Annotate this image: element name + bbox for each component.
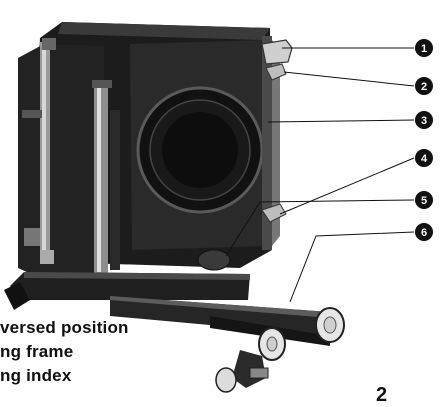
page-mark: 2 <box>376 384 388 406</box>
callout-4: 4 <box>415 149 433 167</box>
leader-lines <box>225 47 415 303</box>
callout-number: 1 <box>421 43 427 55</box>
top-right-clamps <box>261 39 293 223</box>
callout-5: 5 <box>415 191 433 209</box>
leader-line-3 <box>267 119 415 123</box>
leader-line-5 <box>225 199 415 257</box>
middle-standard-rails <box>92 80 120 274</box>
caption-line-1: versed position <box>0 318 129 337</box>
leader-line-6 <box>289 231 415 303</box>
caption-line-2: ng frame <box>0 342 74 361</box>
leader-line-2 <box>283 71 415 87</box>
callout-2: 2 <box>415 77 433 95</box>
callout-1: 1 <box>415 39 433 57</box>
callouts: 1 2 3 4 5 6 <box>415 39 433 241</box>
leader-line-4 <box>279 157 415 215</box>
rail-assembly <box>4 249 345 393</box>
front-standard <box>18 38 104 280</box>
callout-number: 2 <box>421 81 427 93</box>
callout-6: 6 <box>415 223 433 241</box>
callout-3: 3 <box>415 111 433 129</box>
caption-line-3: ng index <box>0 366 72 385</box>
callout-number: 3 <box>421 115 427 127</box>
callout-number: 4 <box>421 153 428 165</box>
callout-number: 5 <box>421 195 427 207</box>
callout-number: 6 <box>421 227 427 239</box>
